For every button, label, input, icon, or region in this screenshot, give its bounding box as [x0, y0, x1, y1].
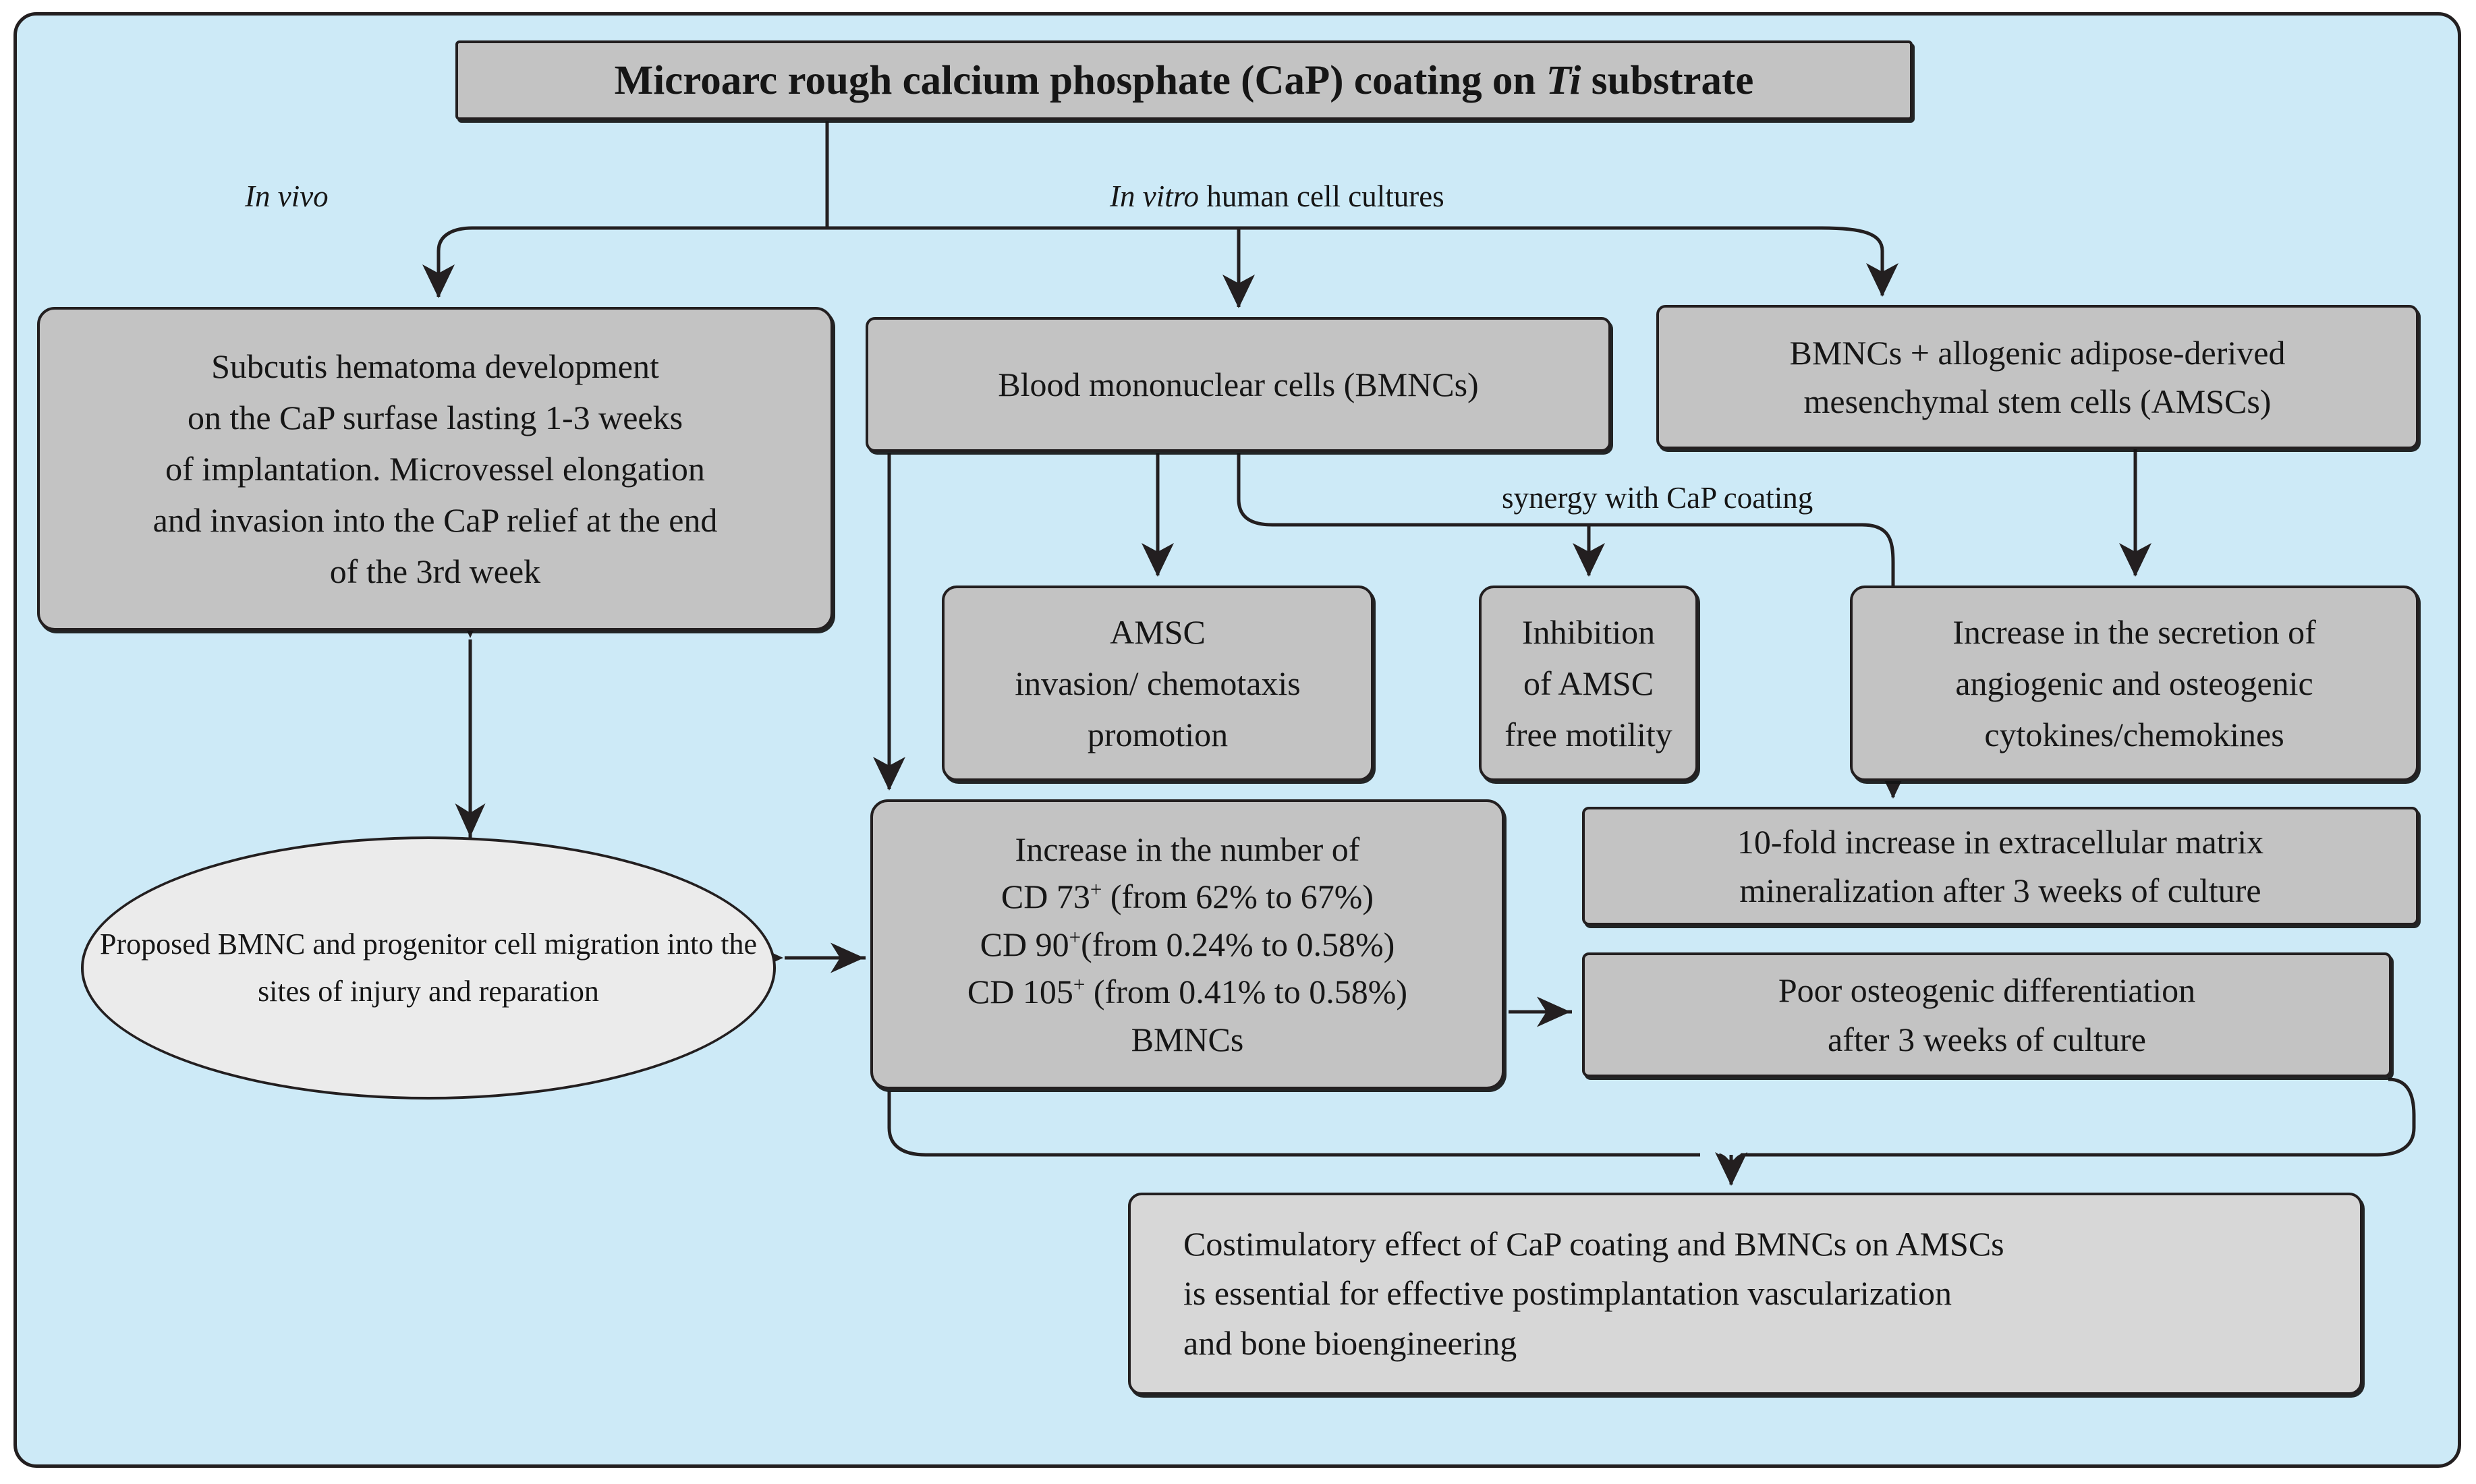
- inhibition-line-3: free motility: [1504, 716, 1672, 753]
- title-suffix: substrate: [1581, 57, 1754, 103]
- subcutis-line-5: of the 3rd week: [329, 552, 541, 590]
- subcutis-line-1: Subcutis hematoma development: [211, 347, 659, 385]
- cdbox-cd90-line: CD 90+(from 0.24% to 0.58%): [885, 921, 1490, 969]
- cd105-range: (from 0.41% to 0.58%): [1085, 973, 1408, 1011]
- ellipse-line-1: Proposed BMNC and progenitor: [100, 928, 487, 961]
- cd105-superscript: +: [1073, 972, 1086, 996]
- subcutis-line-3: of implantation. Microvessel elongation: [165, 450, 705, 488]
- subcutis-hematoma-box: Subcutis hematoma development on the CaP…: [37, 307, 833, 631]
- amsc-invasion-chemotaxis-box: AMSC invasion/ chemotaxis promotion: [942, 586, 1374, 781]
- osteo-line-1: Poor osteogenic differentiation: [1778, 971, 2196, 1009]
- proposed-migration-ellipse: Proposed BMNC and progenitor cell migrat…: [81, 836, 776, 1100]
- subcutis-line-2: on the CaP surfase lasting 1-3 weeks: [187, 399, 683, 436]
- cd73-range: (from 62% to 67%): [1102, 878, 1374, 916]
- edge-label-synergy: synergy with CaP coating: [1502, 481, 1813, 515]
- invasion-line-2: invasion/ chemotaxis: [1015, 664, 1301, 702]
- page-title: Microarc rough calcium phosphate (CaP) c…: [455, 40, 1913, 120]
- edge-label-in-vitro-rest: human cell cultures: [1199, 179, 1444, 213]
- poor-osteogenic-differentiation-box: Poor osteogenic differentiation after 3 …: [1582, 952, 2392, 1077]
- cd90-label: CD 90: [980, 925, 1069, 963]
- title-prefix: Microarc rough calcium phosphate (CaP) c…: [614, 57, 1546, 103]
- invasion-line-1: AMSC: [1110, 613, 1206, 651]
- cdbox-cd73-line: CD 73+ (from 62% to 67%): [885, 873, 1490, 921]
- cd-marker-increase-box: Increase in the number of CD 73+ (from 6…: [870, 799, 1504, 1089]
- secretion-line-3: cytokines/chemokines: [1984, 716, 2284, 753]
- inhibition-line-2: of AMSC: [1523, 664, 1654, 702]
- cdbox-line-1: Increase in the number of: [1015, 830, 1360, 868]
- secretion-line-2: angiogenic and osteogenic: [1955, 664, 2313, 702]
- bmnc-line-1: Blood mononuclear cells (BMNCs): [998, 366, 1479, 403]
- ellipse-line-2: cell migration into the sites of: [258, 928, 757, 1008]
- cdbox-line-5: BMNCs: [1131, 1020, 1244, 1058]
- ecm-mineralization-box: 10-fold increase in extracellular matrix…: [1582, 807, 2419, 925]
- title-italic-ti: Ti: [1546, 57, 1581, 103]
- conclusion-box: Costimulatory effect of CaP coating and …: [1128, 1193, 2363, 1395]
- edge-label-in-vitro: In vitro human cell cultures: [1110, 179, 1444, 214]
- cytokine-secretion-box: Increase in the secretion of angiogenic …: [1850, 586, 2419, 781]
- conclusion-line-2: is essential for effective postimplantat…: [1183, 1274, 1952, 1313]
- edge-label-in-vitro-italic: In vitro: [1110, 179, 1200, 213]
- cd105-label: CD 105: [967, 973, 1073, 1011]
- ellipse-line-3: injury and reparation: [349, 975, 599, 1008]
- amsc-line-1: BMNCs + allogenic adipose-derived: [1789, 333, 2286, 372]
- osteo-line-2: after 3 weeks of culture: [1828, 1020, 2146, 1058]
- conclusion-line-3: and bone bioengineering: [1183, 1323, 1517, 1362]
- inhibition-amsc-motility-box: Inhibition of AMSC free motility: [1479, 586, 1698, 781]
- bmncs-plus-amscs-box: BMNCs + allogenic adipose-derived mesenc…: [1656, 305, 2419, 449]
- edge-label-in-vivo: In vivo: [245, 179, 329, 213]
- subcutis-line-4: and invasion into the CaP relief at the …: [152, 501, 718, 539]
- amsc-line-2: mesenchymal stem cells (AMSCs): [1803, 382, 2272, 420]
- mineral-line-2: mineralization after 3 weeks of culture: [1739, 872, 2261, 909]
- cd90-superscript: +: [1069, 925, 1081, 949]
- inhibition-line-1: Inhibition: [1521, 613, 1656, 651]
- mineral-line-1: 10-fold increase in extracellular matrix: [1737, 822, 2264, 861]
- cd73-superscript: +: [1090, 877, 1102, 901]
- conclusion-line-1: Costimulatory effect of CaP coating and …: [1183, 1224, 2004, 1263]
- blood-mononuclear-cells-box: Blood mononuclear cells (BMNCs): [866, 317, 1611, 452]
- secretion-line-1: Increase in the secretion of: [1952, 613, 2316, 651]
- cd90-range: (from 0.24% to 0.58%): [1081, 925, 1395, 963]
- cdbox-cd105-line: CD 105+ (from 0.41% to 0.58%): [885, 968, 1490, 1016]
- cd73-label: CD 73: [1001, 878, 1090, 916]
- invasion-line-3: promotion: [1087, 716, 1229, 753]
